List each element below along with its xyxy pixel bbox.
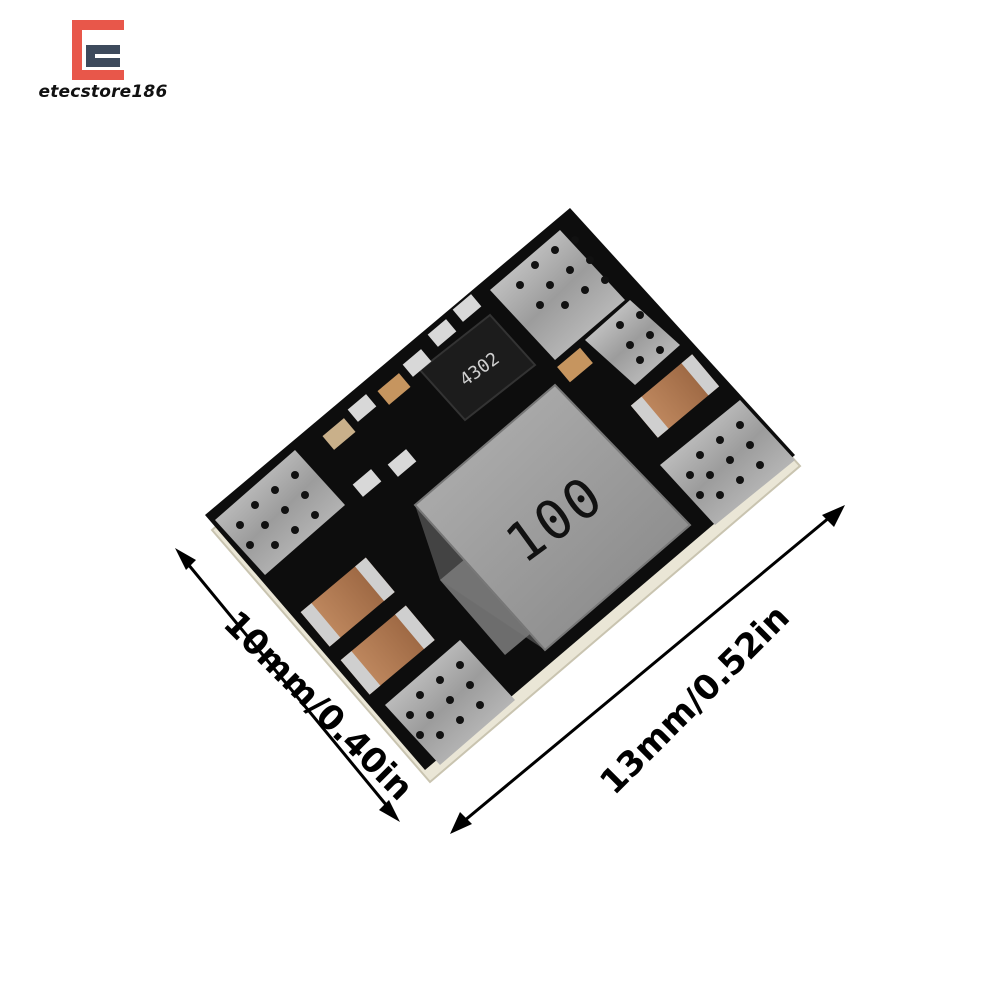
capacitor-left-2: [340, 605, 435, 695]
brand-logo: etecstore186: [28, 20, 178, 110]
pad-left: [215, 450, 345, 575]
pad-bottom: [385, 640, 515, 765]
brand-name: etecstore186: [38, 82, 168, 102]
pad-right-lower: [660, 400, 795, 525]
ic-chip: [418, 313, 537, 422]
power-inductor: [413, 383, 692, 655]
logo-e-icon: [72, 20, 124, 80]
capacitor-right: [630, 354, 720, 438]
smd-components: [322, 294, 593, 497]
pad-right-upper: [585, 300, 680, 385]
capacitor-left-1: [300, 557, 395, 647]
dimension-arrow-length: [450, 505, 845, 834]
pad-top-right: [490, 230, 625, 360]
dimension-arrow-width: [175, 548, 400, 822]
